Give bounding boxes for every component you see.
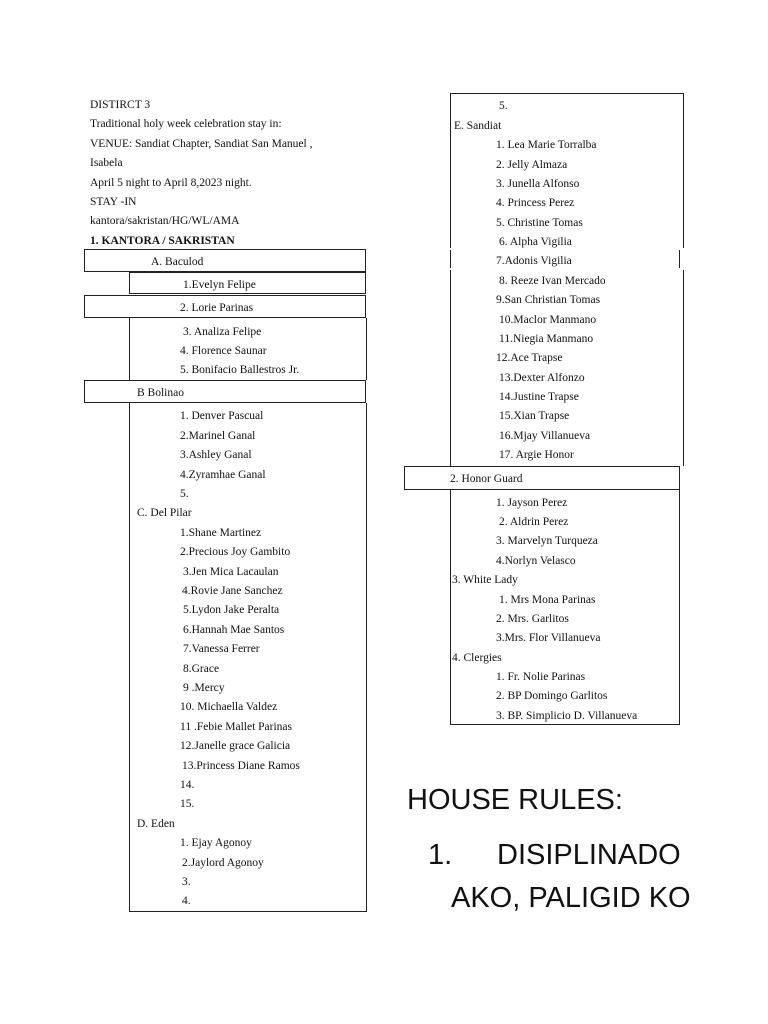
list-item: 7.Vanessa Ferrer xyxy=(183,643,260,655)
divider xyxy=(450,250,451,268)
list-item: 2. Aldrin Perez xyxy=(499,516,569,528)
list-item: 14. xyxy=(180,779,195,791)
list-item: 3. Marvelyn Turqueza xyxy=(496,535,598,547)
list-item: 8.Grace xyxy=(183,663,220,675)
list-item: 3. Analiza Felipe xyxy=(183,326,262,338)
list-item: 5. Bonifacio Ballestros Jr. xyxy=(180,364,300,376)
list-item: 2.Jaylord Agonoy xyxy=(182,857,264,869)
venue-line: VENUE: Sandiat Chapter, Sandiat San Manu… xyxy=(90,138,313,150)
divider xyxy=(129,911,367,912)
list-item: 3. Junella Alfonso xyxy=(496,178,580,190)
list-item: 5. Christine Tomas xyxy=(496,217,583,229)
list-item: 6.Hannah Mae Santos xyxy=(183,624,285,636)
roles-line: kantora/sakristan/HG/WL/AMA xyxy=(90,215,240,227)
list-item: 2.Precious Joy Gambito xyxy=(180,546,291,558)
list-item: 17. Argie Honor xyxy=(499,449,574,461)
list-item: 5. xyxy=(180,488,189,500)
list-item: 4. xyxy=(182,895,191,907)
list-item: 14.Justine Trapse xyxy=(499,391,579,403)
list-item: 3.Mrs. Flor Villanueva xyxy=(496,632,601,644)
list-item: 4. Florence Saunar xyxy=(180,345,267,357)
list-item: 6. Alpha Vigilia xyxy=(499,236,572,248)
list-item: 1.Evelyn Felipe xyxy=(183,279,256,291)
list-item: 2. BP Domingo Garlitos xyxy=(496,690,608,702)
divider xyxy=(366,403,367,912)
list-item: 15. xyxy=(180,798,195,810)
list-item: 13.Dexter Alfonzo xyxy=(499,372,585,384)
list-item: 10.Maclor Manmano xyxy=(499,314,597,326)
list-item: 3.Ashley Ganal xyxy=(180,449,252,461)
list-item: 1. Jayson Perez xyxy=(496,497,568,509)
divider xyxy=(450,270,451,466)
list-item: 10. Michaella Valdez xyxy=(180,701,278,713)
list-item: 4.Norlyn Velasco xyxy=(496,555,576,567)
clergies-title: 4. Clergies xyxy=(452,652,502,664)
list-item: 4. Princess Perez xyxy=(496,197,575,209)
divider xyxy=(129,403,130,912)
list-item: 3. BP. Simplicio D. Villanueva xyxy=(496,710,638,722)
district-label: DISTIRCT 3 xyxy=(90,99,151,111)
list-item: 9 .Mercy xyxy=(183,682,225,694)
stay-in-line: STAY -IN xyxy=(90,196,137,208)
list-item: 9.San Christian Tomas xyxy=(496,294,601,306)
divider xyxy=(679,250,680,268)
list-item: 8. Reeze Ivan Mercado xyxy=(499,275,606,287)
sandiat-title: E. Sandiat xyxy=(454,120,502,132)
list-item: 1. Mrs Mona Parinas xyxy=(499,594,596,606)
list-item: 4.Rovie Jane Sanchez xyxy=(182,585,283,597)
list-item: 2. Mrs. Garlitos xyxy=(496,613,569,625)
rule-text-line-2: AKO, PALIGID KO xyxy=(451,882,691,914)
list-item: 15.Xian Trapse xyxy=(499,410,570,422)
list-item: 7.Adonis Vigilia xyxy=(496,255,572,267)
divider xyxy=(366,318,367,380)
list-item: 1.Shane Martinez xyxy=(180,527,262,539)
list-item: 3. xyxy=(182,876,191,888)
divider xyxy=(129,318,130,380)
baculod-row-box xyxy=(84,295,366,318)
baculod-header-box xyxy=(84,249,366,272)
bolinao-title: B Bolinao xyxy=(137,387,184,399)
divider xyxy=(450,93,684,94)
header-line: Traditional holy week celebration stay i… xyxy=(90,118,282,130)
rule-text-line-1: DISIPLINADO xyxy=(497,839,681,871)
rule-number: 1. xyxy=(428,839,453,871)
honor-guard-title: 2. Honor Guard xyxy=(450,473,523,485)
list-item: 2. Lorie Parinas xyxy=(180,302,254,314)
honor-guard-header-box xyxy=(404,466,680,490)
house-rules-title: HOUSE RULES: xyxy=(407,784,623,816)
list-item: 13.Princess Diane Ramos xyxy=(182,760,300,772)
venue-line-2: Isabela xyxy=(90,157,123,169)
list-item: 11 .Febie Mallet Parinas xyxy=(180,721,292,733)
list-item: 3.Jen Mica Lacaulan xyxy=(183,566,279,578)
baculod-title: A. Baculod xyxy=(151,256,204,268)
list-item: 16.Mjay Villanueva xyxy=(499,430,591,442)
divider xyxy=(683,94,684,248)
list-item: 5.Lydon Jake Peralta xyxy=(183,604,280,616)
list-item: 2.Marinel Ganal xyxy=(180,430,256,442)
bolinao-header-box xyxy=(84,380,366,403)
white-lady-title: 3. White Lady xyxy=(452,574,518,586)
eden-title: D. Eden xyxy=(137,818,175,830)
divider xyxy=(450,94,451,248)
list-item: 12.Janelle grace Galicia xyxy=(180,740,291,752)
list-item: 11.Niegia Manmano xyxy=(499,333,594,345)
list-item: 2. Jelly Almaza xyxy=(496,159,568,171)
list-item: 4.Zyramhae Ganal xyxy=(180,469,266,481)
list-item: 1. Lea Marie Torralba xyxy=(496,139,597,151)
divider xyxy=(679,490,680,725)
list-item: 1. Denver Pascual xyxy=(180,410,264,422)
divider xyxy=(450,490,451,725)
divider xyxy=(683,270,684,466)
list-item: 1. Ejay Agonoy xyxy=(180,837,252,849)
list-item: 5. xyxy=(499,100,508,112)
delpilar-title: C. Del Pilar xyxy=(137,507,192,519)
date-line: April 5 night to April 8,2023 night. xyxy=(90,177,252,189)
baculod-row-box xyxy=(129,272,366,294)
list-item: 12.Ace Trapse xyxy=(496,352,563,364)
section-title: 1. KANTORA / SAKRISTAN xyxy=(90,235,235,247)
list-item: 1. Fr. Nolie Parinas xyxy=(496,671,586,683)
divider xyxy=(450,724,680,725)
